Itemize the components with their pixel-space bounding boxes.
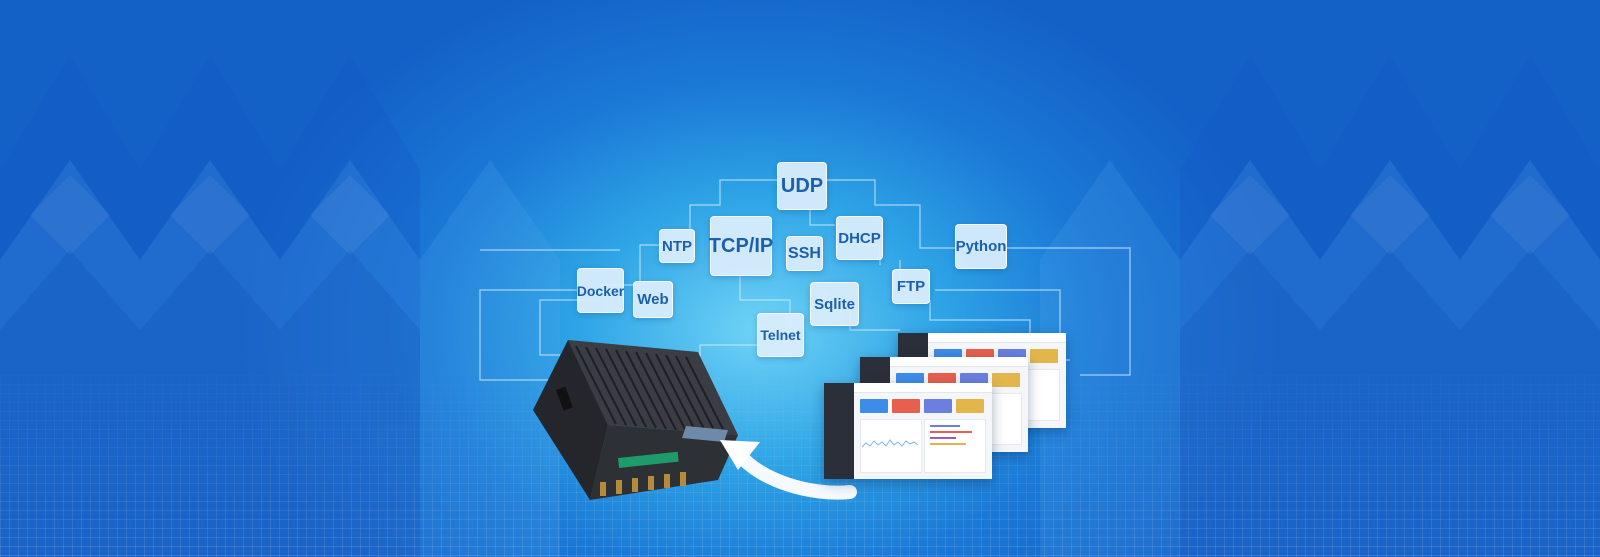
tag-telnet-label: Telnet [760, 327, 801, 343]
tag-ftp: FTP [892, 269, 930, 304]
tag-python: Python [955, 224, 1007, 269]
tag-docker-label: Docker [576, 282, 625, 299]
tag-ssh-label: SSH [788, 244, 821, 262]
background-grid-pattern [0, 357, 1600, 557]
tag-sqlite: Sqlite [810, 282, 859, 326]
tag-web-label: Web [637, 291, 669, 308]
tag-dhcp-label: DHCP [838, 229, 881, 247]
curved-arrow-icon [720, 440, 857, 500]
tag-udp: UDP [777, 162, 827, 210]
tag-ntp: NTP [659, 229, 695, 263]
tag-web: Web [633, 281, 673, 318]
tag-ssh: SSH [786, 236, 823, 271]
tag-tcpip: TCP/IP [708, 216, 774, 276]
tag-ftp-label: FTP [896, 278, 926, 295]
tag-ntp-label: NTP [662, 237, 692, 255]
tag-udp-label: UDP [780, 174, 824, 197]
tag-tcpip-label: TCP/IP [708, 234, 774, 257]
tag-dhcp: DHCP [836, 216, 883, 260]
tag-docker: Docker [577, 268, 624, 313]
tag-telnet: Telnet [757, 313, 804, 357]
tag-sqlite-label: Sqlite [814, 295, 855, 313]
tag-python-label: Python [955, 238, 1007, 255]
industrial-gateway-device-image [533, 340, 738, 500]
